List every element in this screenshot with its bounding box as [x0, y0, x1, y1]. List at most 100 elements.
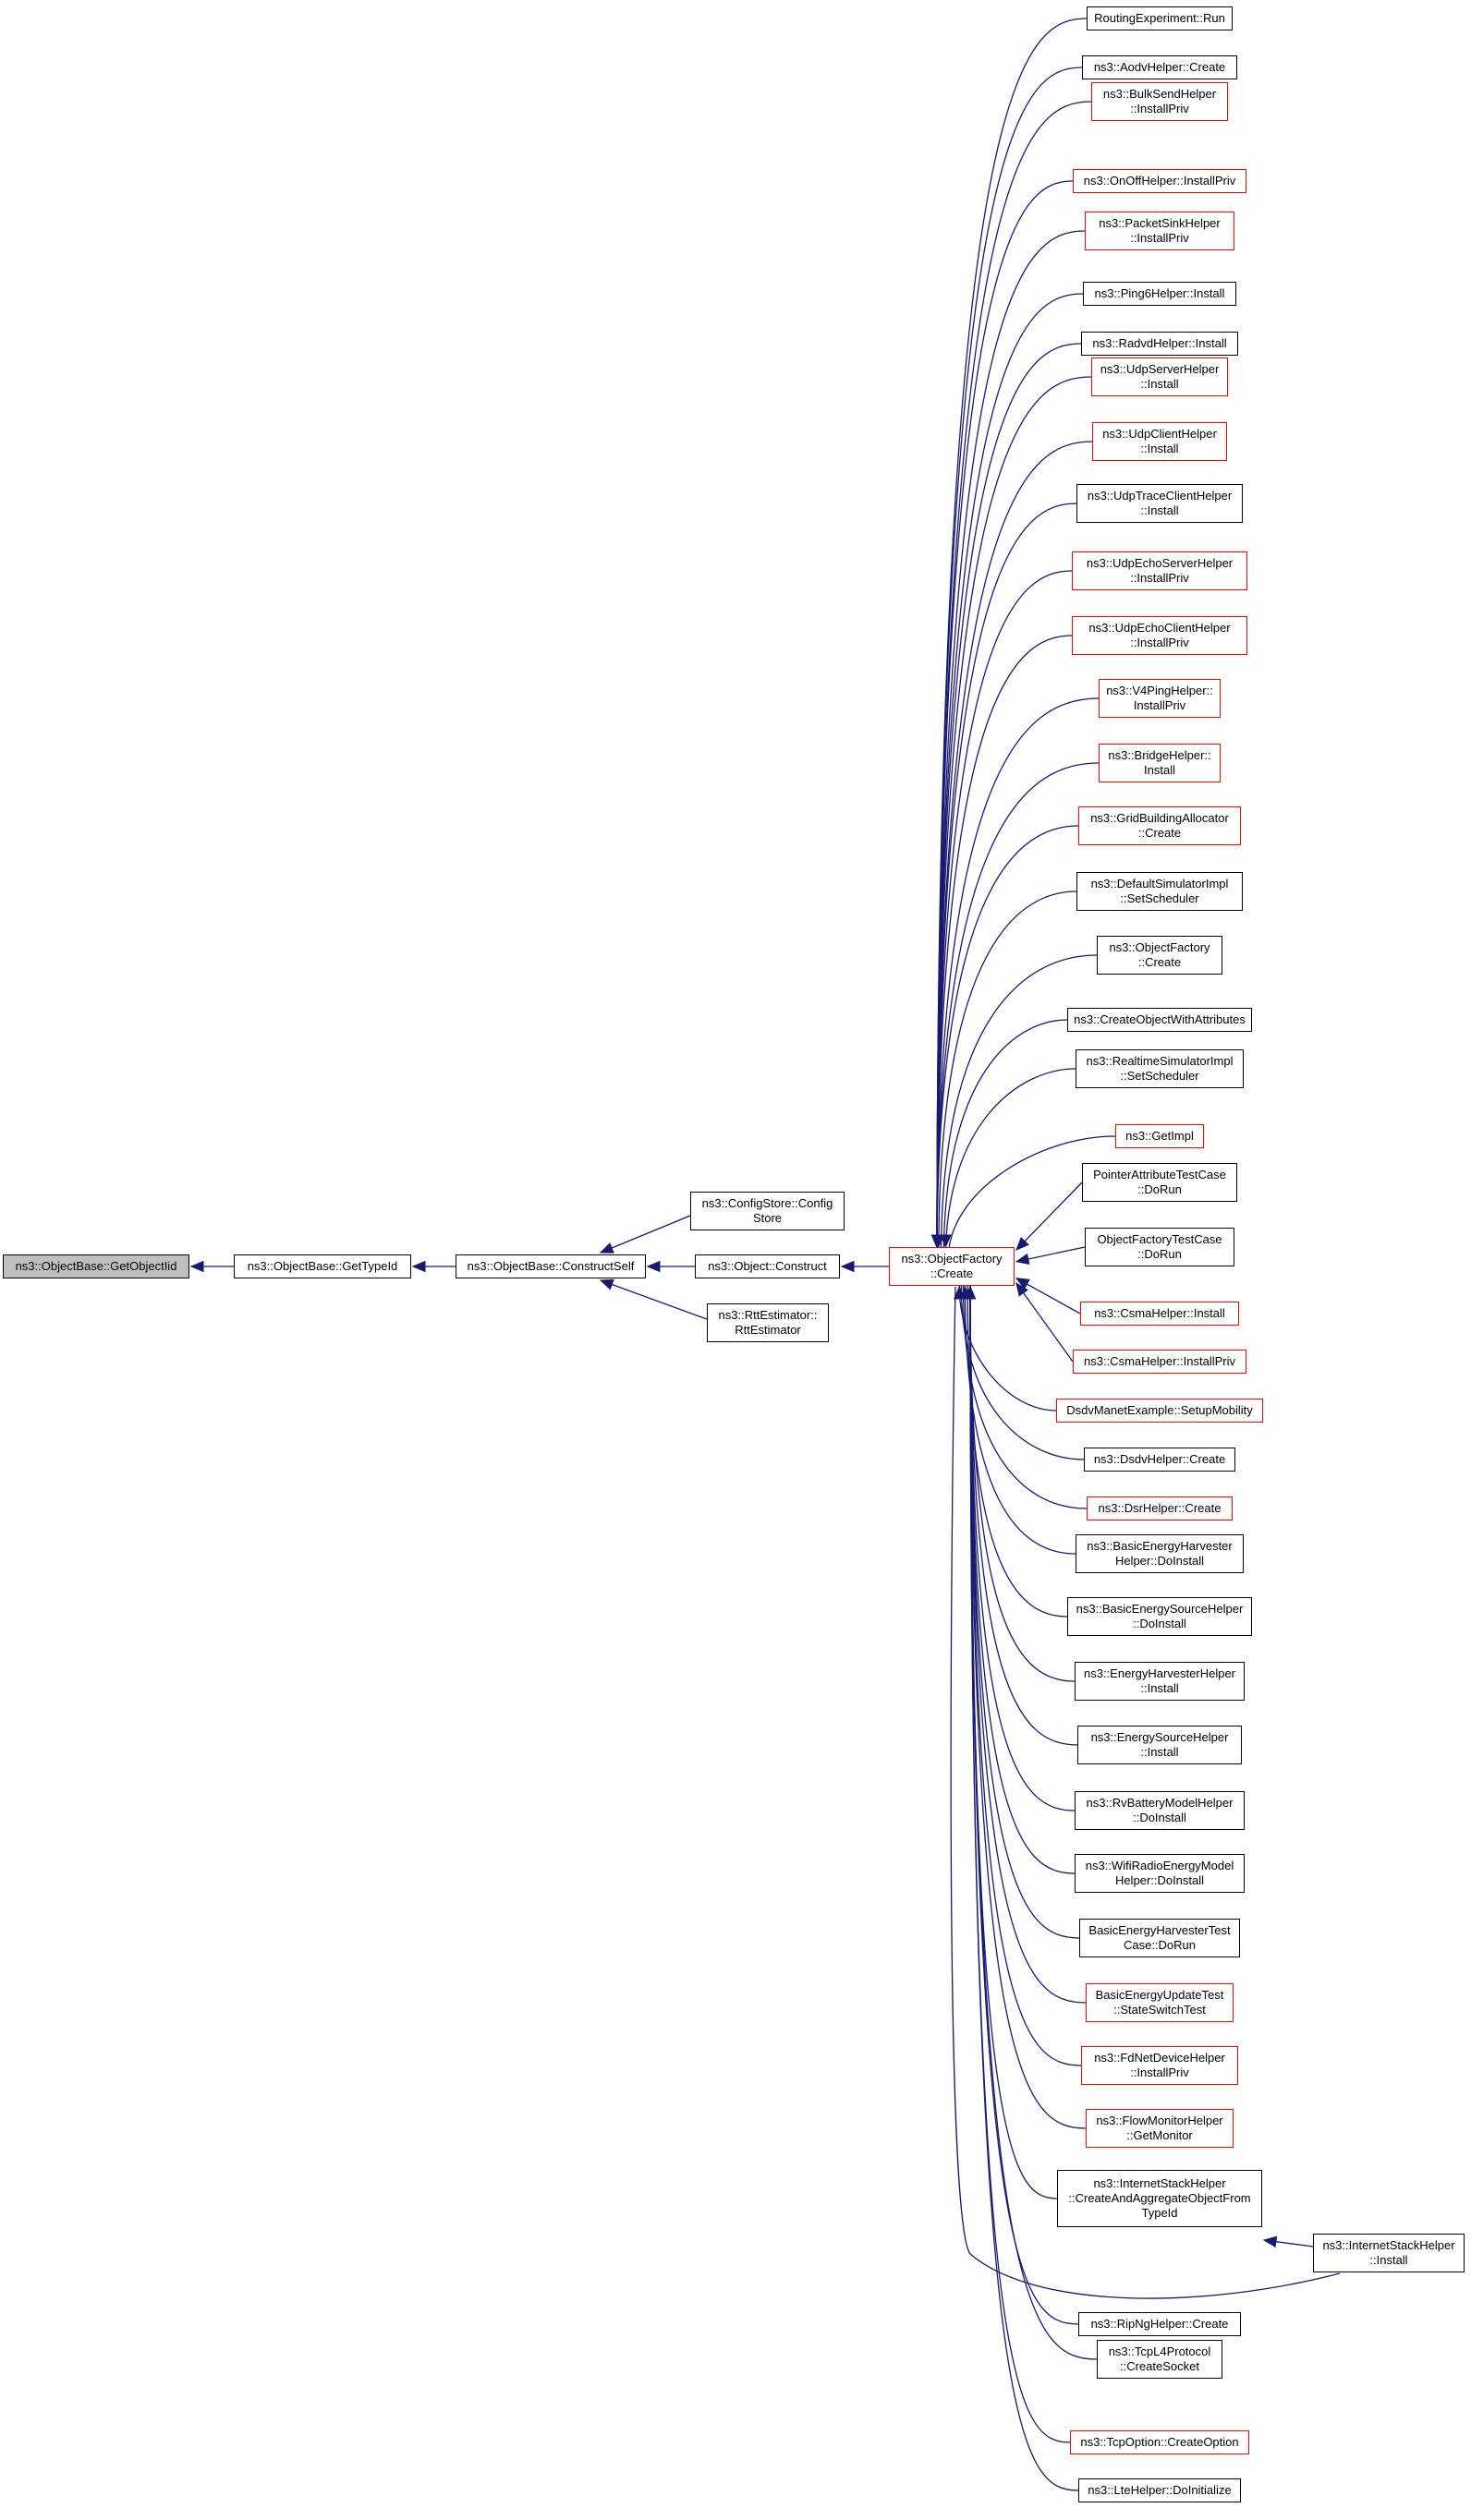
edge-29	[1015, 1282, 1074, 1363]
edge-15	[936, 503, 1077, 1259]
edge-47	[969, 1285, 1079, 2491]
edge-18	[936, 697, 1100, 1259]
edge-11	[936, 293, 1084, 1259]
node-caller[interactable]: ns3::CsmaHelper::InstallPriv	[1073, 1350, 1246, 1374]
edge-arrowhead	[189, 1260, 204, 1273]
node-caller[interactable]: RoutingExperiment::Run	[1087, 6, 1233, 30]
node-caller[interactable]: ns3::BasicEnergyHarvester Helper::DoInst…	[1076, 1534, 1244, 1573]
edge-22	[940, 954, 1098, 1259]
edge-44	[969, 1285, 1079, 2325]
edge-9	[936, 180, 1074, 1259]
edge-38	[969, 1285, 1076, 1874]
edge-23	[942, 1019, 1068, 1259]
edge-39	[969, 1285, 1080, 1939]
node-caller[interactable]: ns3::RvBatteryModelHelper ::DoInstall	[1075, 1791, 1245, 1830]
node-caller[interactable]: ns3::Ping6Helper::Install	[1083, 282, 1236, 306]
edge-33	[964, 1285, 1076, 1555]
node-caller[interactable]: ns3::WifiRadioEnergyModel Helper::DoInst…	[1075, 1854, 1245, 1893]
node-caller[interactable]: ns3::UdpServerHelper ::Install	[1091, 357, 1228, 396]
node-caller[interactable]: ns3::FdNetDeviceHelper ::InstallPriv	[1081, 2046, 1238, 2085]
edge-20	[936, 825, 1079, 1259]
node-caller[interactable]: ns3::CsmaHelper::Install	[1080, 1302, 1239, 1326]
node-construct-self[interactable]: ns3::ObjectBase::ConstructSelf	[456, 1254, 646, 1278]
edge-17	[936, 635, 1073, 1259]
node-caller[interactable]: ns3::UdpClientHelper ::Install	[1092, 422, 1227, 461]
node-config-store[interactable]: ns3::ConfigStore::Config Store	[690, 1192, 845, 1230]
edge-37	[969, 1285, 1076, 1811]
node-caller[interactable]: ns3::OnOffHelper::InstallPriv	[1073, 169, 1246, 193]
edge-arrowhead	[1262, 2235, 1278, 2247]
node-caller[interactable]: ns3::ObjectFactory ::Create	[1097, 936, 1222, 975]
node-object-construct[interactable]: ns3::Object::Construct	[695, 1254, 840, 1278]
edge-19	[936, 762, 1100, 1259]
edge-10	[936, 230, 1086, 1259]
node-caller[interactable]: ns3::FlowMonitorHelper ::GetMonitor	[1086, 2109, 1234, 2148]
node-caller[interactable]: ns3::DefaultSimulatorImpl ::SetScheduler	[1076, 872, 1243, 911]
edge-25	[947, 1135, 1116, 1259]
node-caller[interactable]: ns3::BulkSendHelper ::InstallPriv	[1091, 82, 1228, 121]
edge-arrowhead	[1015, 1236, 1029, 1251]
edge-arrowhead	[599, 1278, 614, 1290]
node-caller[interactable]: ns3::TcpOption::CreateOption	[1070, 2430, 1249, 2454]
node-caller[interactable]: ns3::UdpEchoServerHelper ::InstallPriv	[1072, 551, 1247, 590]
node-caller[interactable]: ns3::BasicEnergySourceHelper ::DoInstall	[1067, 1597, 1252, 1636]
edge-24	[944, 1068, 1076, 1259]
node-caller[interactable]: ObjectFactoryTestCase ::DoRun	[1085, 1228, 1234, 1266]
node-caller[interactable]: ns3::BridgeHelper:: Install	[1099, 744, 1221, 782]
node-caller[interactable]: ns3::RadvdHelper::Install	[1081, 332, 1238, 356]
edge-49	[950, 1286, 1341, 2299]
node-caller[interactable]: ns3::RipNgHelper::Create	[1078, 2312, 1241, 2336]
node-caller[interactable]: ns3::TcpL4Protocol ::CreateSocket	[1097, 2340, 1222, 2379]
edge-40	[969, 1285, 1087, 2004]
node-caller[interactable]: ns3::InternetStackHelper ::CreateAndAggr…	[1057, 2170, 1262, 2227]
edge-arrowhead	[411, 1260, 426, 1273]
edge-31	[960, 1285, 1085, 1460]
edge-14	[936, 441, 1093, 1259]
edge-arrowhead	[1015, 1281, 1028, 1297]
edge-7	[936, 67, 1083, 1259]
node-caller[interactable]: ns3::CreateObjectWithAttributes	[1067, 1008, 1252, 1032]
node-caller[interactable]: ns3::UdpTraceClientHelper ::Install	[1076, 484, 1243, 523]
edge-46	[969, 1285, 1071, 2443]
node-caller[interactable]: DsdvManetExample::SetupMobility	[1056, 1399, 1263, 1423]
edge-32	[962, 1285, 1088, 1509]
node-caller[interactable]: ns3::AodvHelper::Create	[1082, 55, 1237, 79]
node-get-object-iid: ns3::ObjectBase::GetObjectIid	[3, 1254, 189, 1278]
node-caller[interactable]: BasicEnergyUpdateTest ::StateSwitchTest	[1086, 1983, 1234, 2022]
edge-arrowhead	[646, 1260, 661, 1273]
node-rtt-estimator[interactable]: ns3::RttEstimator:: RttEstimator	[707, 1303, 829, 1342]
node-caller[interactable]: ns3::EnergyHarvesterHelper ::Install	[1075, 1662, 1245, 1701]
edge-30	[958, 1285, 1057, 1411]
edge-13	[936, 376, 1092, 1259]
node-caller[interactable]: ns3::GridBuildingAllocator ::Create	[1078, 806, 1241, 845]
node-caller[interactable]: ns3::EnergySourceHelper ::Install	[1077, 1726, 1242, 1764]
edge-arrowhead	[840, 1260, 855, 1273]
edge-arrowhead	[599, 1242, 614, 1254]
edge-16	[936, 570, 1073, 1259]
edge-45	[969, 1285, 1098, 2360]
node-caller[interactable]: ns3::DsrHelper::Create	[1087, 1496, 1233, 1520]
edge-arrowhead	[1015, 1253, 1030, 1266]
edge-35	[969, 1285, 1076, 1682]
node-caller[interactable]: ns3::RealtimeSimulatorImpl ::SetSchedule…	[1076, 1049, 1244, 1088]
node-caller[interactable]: BasicEnergyHarvesterTest Case::DoRun	[1079, 1919, 1240, 1957]
edge-42	[969, 1285, 1087, 2129]
node-get-type-id[interactable]: ns3::ObjectBase::GetTypeId	[234, 1254, 411, 1278]
edge-4	[600, 1279, 708, 1320]
node-caller[interactable]: ns3::GetImpl	[1115, 1124, 1204, 1148]
edge-36	[969, 1285, 1078, 1746]
edge-21	[938, 890, 1077, 1259]
edge-26	[1015, 1181, 1083, 1251]
node-caller[interactable]: ns3::V4PingHelper:: InstallPriv	[1099, 679, 1221, 718]
node-internet-stack-helper-install[interactable]: ns3::InternetStackHelper ::Install	[1313, 2234, 1465, 2272]
edge-6	[936, 18, 1088, 1259]
node-caller[interactable]: PointerAttributeTestCase ::DoRun	[1082, 1163, 1237, 1202]
node-caller[interactable]: ns3::PacketSinkHelper ::InstallPriv	[1085, 212, 1234, 250]
node-caller[interactable]: ns3::LteHelper::DoInitialize	[1078, 2478, 1241, 2502]
node-object-factory-create[interactable]: ns3::ObjectFactory ::Create	[889, 1247, 1015, 1286]
node-caller[interactable]: ns3::UdpEchoClientHelper ::InstallPriv	[1072, 616, 1247, 655]
edge-12	[936, 343, 1082, 1259]
node-caller[interactable]: ns3::DsdvHelper::Create	[1084, 1448, 1235, 1472]
